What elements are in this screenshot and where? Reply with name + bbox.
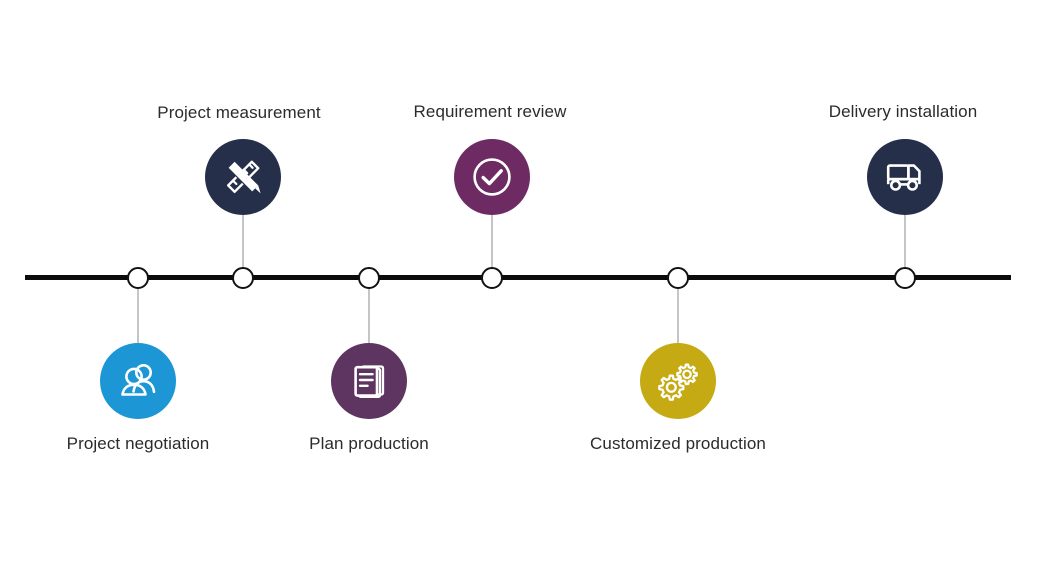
documents-stack-icon: [347, 359, 391, 403]
connector-stem-step-2: [242, 215, 244, 278]
timeline-node-step-4[interactable]: [481, 267, 503, 289]
connector-stem-step-4: [491, 215, 493, 278]
step-icon-disc-customized-production[interactable]: [640, 343, 716, 419]
step-caption-delivery-installation: Delivery installation: [828, 102, 978, 121]
check-circle-icon: [468, 153, 516, 201]
step-caption-plan-production: Plan production: [309, 434, 429, 453]
timeline-node-step-3[interactable]: [358, 267, 380, 289]
connector-stem-step-6: [904, 215, 906, 278]
step-icon-disc-project-measurement[interactable]: [205, 139, 281, 215]
connector-stem-step-1: [137, 278, 139, 343]
step-caption-project-measurement: Project measurement: [157, 103, 321, 122]
delivery-truck-icon: [882, 154, 928, 200]
step-icon-disc-delivery-installation[interactable]: [867, 139, 943, 215]
step-caption-project-negotiation: Project negotiation: [66, 434, 210, 453]
step-caption-customized-production: Customized production: [590, 434, 766, 453]
gears-icon: [655, 358, 701, 404]
timeline-node-step-6[interactable]: [894, 267, 916, 289]
connector-stem-step-3: [368, 278, 370, 343]
pencil-ruler-icon: [220, 154, 266, 200]
timeline-node-step-2[interactable]: [232, 267, 254, 289]
step-icon-disc-requirement-review[interactable]: [454, 139, 530, 215]
users-group-icon: [115, 358, 161, 404]
step-icon-disc-plan-production[interactable]: [331, 343, 407, 419]
connector-stem-step-5: [677, 278, 679, 343]
timeline-axis: [25, 275, 1011, 280]
timeline-node-step-5[interactable]: [667, 267, 689, 289]
step-caption-requirement-review: Requirement review: [413, 102, 567, 121]
step-icon-disc-project-negotiation[interactable]: [100, 343, 176, 419]
timeline-node-step-1[interactable]: [127, 267, 149, 289]
